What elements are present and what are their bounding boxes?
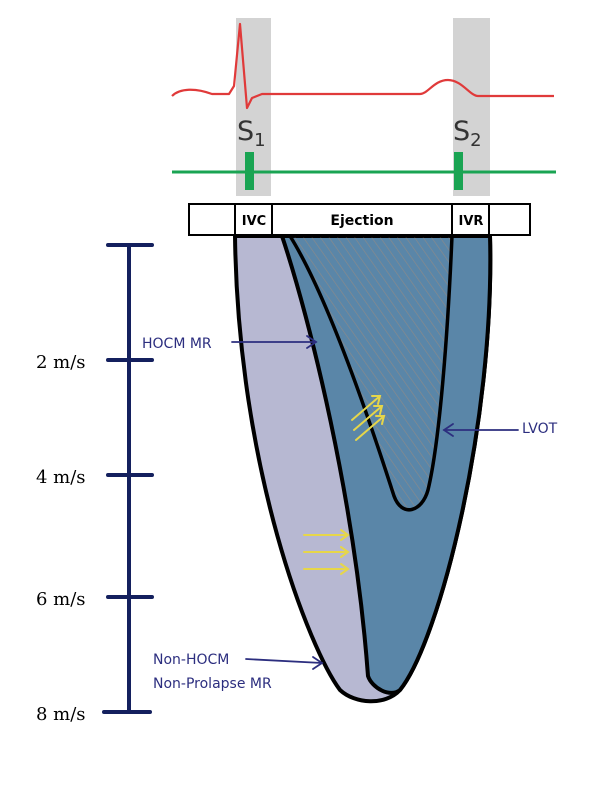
- flow-arrows-upper: [351, 395, 386, 441]
- non-hocm-arrow: [245, 656, 324, 670]
- lvot-label: LVOT: [522, 421, 558, 437]
- phase-ejection: Ejection: [330, 213, 393, 229]
- non-hocm-label-line2: Non-Prolapse MR: [153, 676, 272, 692]
- s2-sound-marker: [454, 152, 463, 190]
- velocity-scale: [102, 243, 154, 714]
- ejection-hatch-region: [288, 234, 454, 512]
- s2-label: S2: [453, 116, 482, 151]
- velocity-label-4: 4 m/s: [36, 467, 86, 488]
- phase-ivc: IVC: [242, 214, 266, 229]
- hocm-mr-arrow: [231, 335, 318, 349]
- ecg-trace: [171, 22, 554, 110]
- velocity-label-8: 8 m/s: [36, 704, 86, 725]
- phase-ivr: IVR: [459, 214, 484, 229]
- lvot-arrow: [442, 423, 519, 437]
- velocity-label-6: 6 m/s: [36, 589, 86, 610]
- s1-label: S1: [237, 116, 266, 151]
- s1-sound-marker: [245, 152, 254, 190]
- velocity-label-2: 2 m/s: [36, 352, 86, 373]
- phase-bar: [188, 203, 531, 236]
- hocm-mr-label: HOCM MR: [142, 336, 212, 352]
- non-hocm-label-line1: Non-HOCM: [153, 652, 229, 668]
- flow-arrows-lower: [303, 529, 350, 575]
